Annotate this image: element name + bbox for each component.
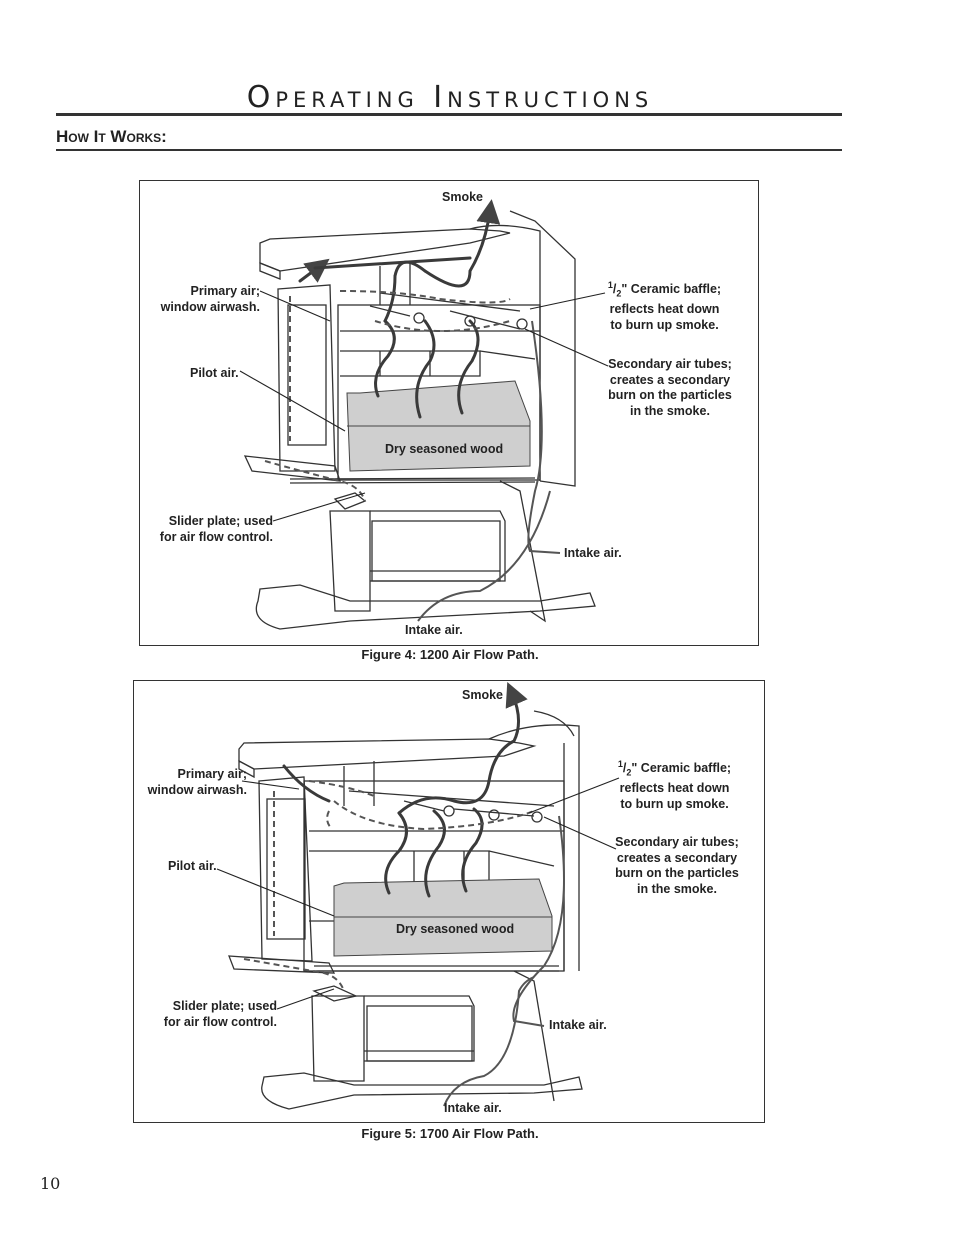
pilot-air-label: Pilot air. bbox=[190, 366, 239, 380]
smoke-label: Smoke bbox=[442, 190, 483, 204]
slider-line2: for air flow control. bbox=[159, 529, 273, 544]
baffle-fraction-den: 2 bbox=[626, 767, 632, 778]
primary-air-line2: window airwash. bbox=[160, 299, 260, 314]
baffle-line3: to burn up smoke. bbox=[610, 317, 719, 332]
primary-air-label: Primary air; window airwash. bbox=[144, 767, 247, 798]
title-rule bbox=[56, 113, 842, 116]
baffle-fraction-num: 1 bbox=[607, 280, 613, 290]
baffle-fraction: 1/2 bbox=[617, 759, 632, 778]
secondary-line4: in the smoke. bbox=[637, 881, 717, 896]
baffle-line1: " Ceramic baffle; bbox=[631, 761, 732, 776]
baffle-fraction: 1/2 bbox=[607, 280, 622, 299]
wood-label: Dry seasoned wood bbox=[396, 922, 515, 936]
intake-air-bottom-label: Intake air. bbox=[405, 623, 463, 637]
section-rule bbox=[56, 149, 842, 151]
baffle-line2: reflects heat down bbox=[619, 781, 730, 796]
figure-2-caption: Figure 5: 1700 Air Flow Path. bbox=[361, 1126, 539, 1141]
slider-line1: Slider plate; used bbox=[172, 999, 277, 1013]
intake-air-right-label: Intake air. bbox=[549, 1018, 607, 1032]
intake-air-right-label: Intake air. bbox=[564, 546, 622, 560]
secondary-line4: in the smoke. bbox=[630, 403, 710, 418]
secondary-line2: creates a secondary bbox=[609, 372, 731, 387]
wood-label: Dry seasoned wood bbox=[385, 442, 504, 456]
baffle-line3: to burn up smoke. bbox=[620, 796, 729, 811]
smoke-label: Smoke bbox=[462, 688, 503, 702]
slider-line2: for air flow control. bbox=[163, 1014, 277, 1029]
secondary-line1: Secondary air tubes; bbox=[608, 357, 732, 371]
baffle-line1: " Ceramic baffle; bbox=[621, 282, 722, 297]
page-title: Operating Instructions bbox=[246, 80, 654, 115]
section-heading: How It Works: bbox=[56, 127, 167, 146]
pilot-air-label: Pilot air. bbox=[168, 859, 217, 873]
slider-plate-label: Slider plate; used for air flow control. bbox=[154, 999, 277, 1030]
primary-air-line2: window airwash. bbox=[147, 782, 247, 797]
baffle-line2: reflects heat down bbox=[609, 302, 720, 317]
ceramic-baffle-label: 1/2" Ceramic baffle; reflects heat down … bbox=[612, 757, 737, 812]
figure-1200-air-flow: Smoke Primary air; window airwash. 1/2" … bbox=[139, 180, 759, 646]
secondary-line2: creates a secondary bbox=[616, 850, 738, 865]
page-number: 10 bbox=[40, 1174, 61, 1193]
slider-plate-label: Slider plate; used for air flow control. bbox=[155, 514, 273, 545]
primary-air-label: Primary air; window airwash. bbox=[155, 284, 260, 315]
secondary-air-label: Secondary air tubes; creates a secondary… bbox=[607, 835, 747, 897]
primary-air-line1: Primary air; bbox=[190, 284, 260, 298]
secondary-line1: Secondary air tubes; bbox=[615, 835, 739, 849]
baffle-fraction-den: 2 bbox=[616, 288, 622, 299]
stove-1200-diagram bbox=[239, 199, 609, 630]
ceramic-baffle-label: 1/2" Ceramic baffle; reflects heat down … bbox=[602, 278, 727, 333]
baffle-fraction-num: 1 bbox=[617, 759, 623, 769]
stove-1700-diagram bbox=[216, 681, 620, 1110]
figure-1700-air-flow: Smoke Primary air; window airwash. 1/2" … bbox=[133, 680, 765, 1123]
figure-1-caption: Figure 4: 1200 Air Flow Path. bbox=[361, 647, 539, 662]
secondary-air-label: Secondary air tubes; creates a secondary… bbox=[600, 357, 740, 419]
secondary-line3: burn on the particles bbox=[615, 866, 739, 880]
intake-air-bottom-label: Intake air. bbox=[444, 1101, 502, 1115]
secondary-line3: burn on the particles bbox=[608, 388, 732, 402]
primary-air-line1: Primary air; bbox=[177, 767, 247, 781]
slider-line1: Slider plate; used bbox=[168, 514, 273, 528]
